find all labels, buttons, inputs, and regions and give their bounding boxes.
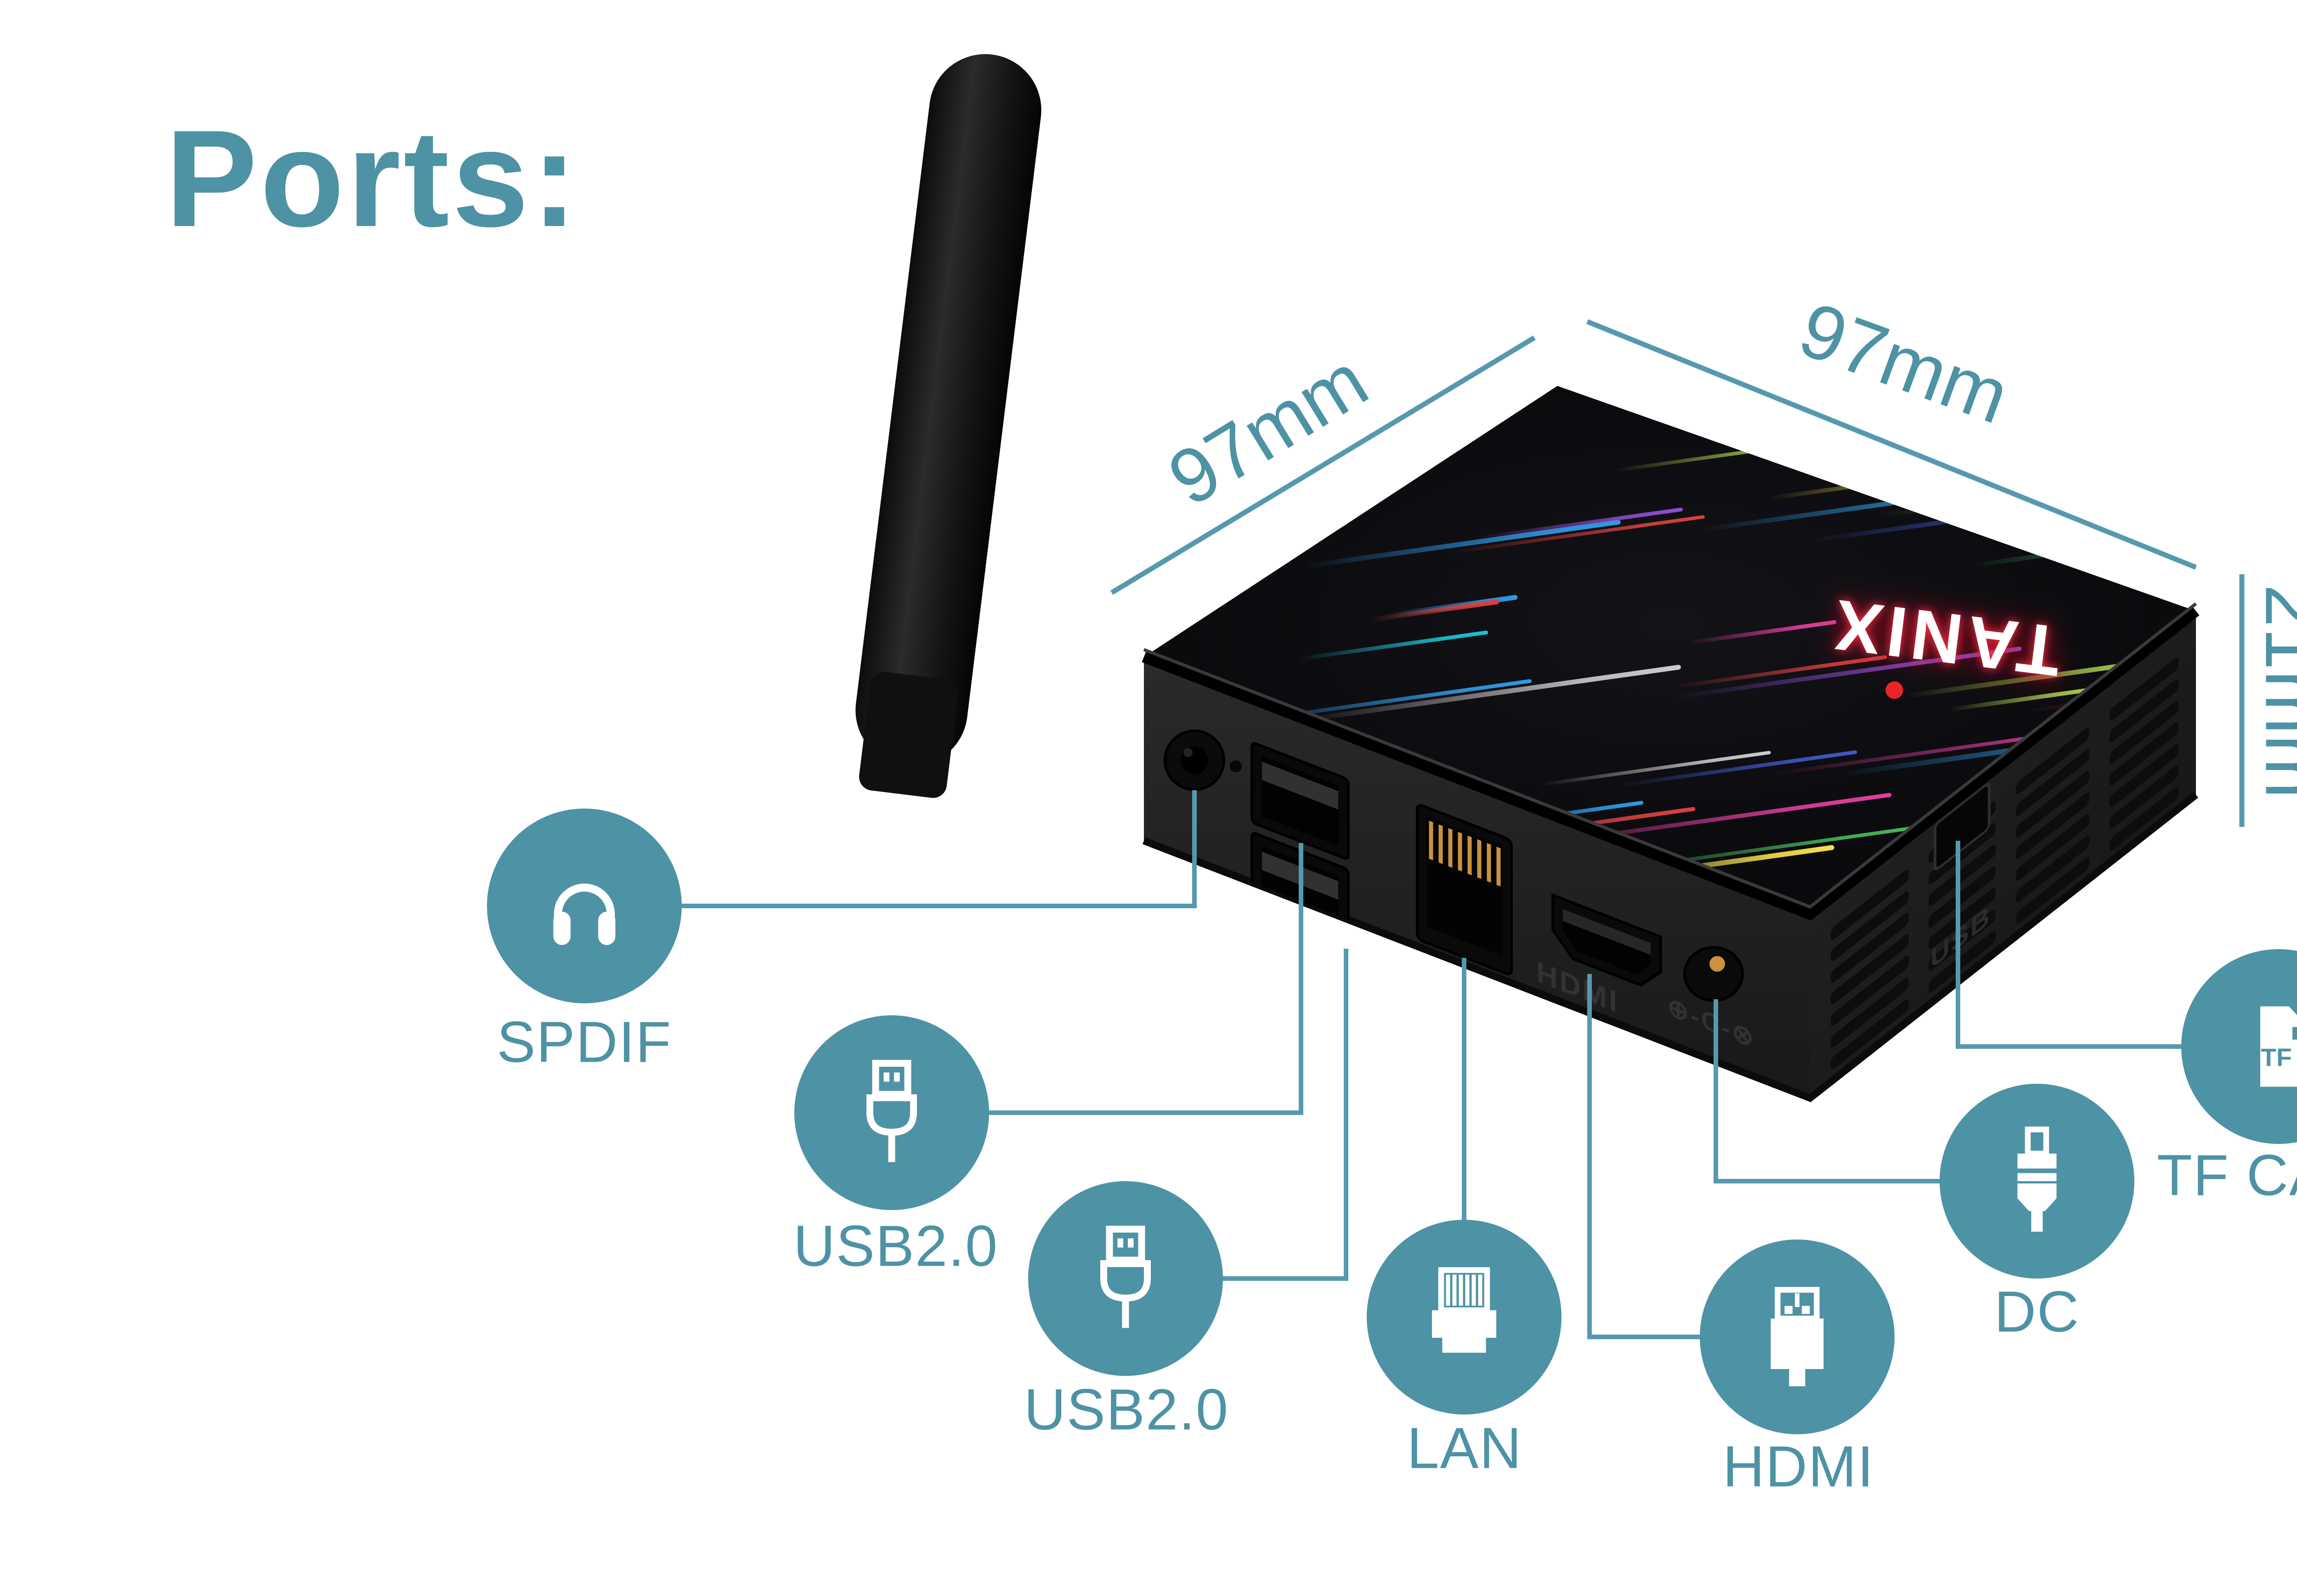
usb-port-top [1250, 742, 1350, 860]
callout-line-usb-a [892, 843, 1303, 1115]
bottom-edge [1143, 792, 2198, 1103]
lan-port [1416, 804, 1513, 976]
device-side-face [1810, 611, 2196, 1098]
port-label-hdmi: HDMI [1723, 1434, 1874, 1499]
side-card-slot [1934, 783, 1991, 871]
callout-line-spdif [584, 790, 1197, 908]
dim-label-height: 21mm [2249, 584, 2297, 799]
usb-plug-icon [866, 1060, 917, 1162]
port-label-dc: DC [1994, 1279, 2080, 1344]
port-badge-usb2-b [1028, 1181, 1223, 1376]
dim-line-top-left [1110, 335, 1536, 595]
page-title: Ports: [165, 101, 580, 255]
port-badge-hdmi [1700, 1239, 1895, 1434]
device-top-face [1144, 386, 2196, 914]
status-led-hole [1230, 760, 1242, 772]
port-badge-spdif [487, 809, 682, 1003]
port-badge-dc [1940, 1084, 2134, 1279]
port-label-usb2-b: USB2.0 [1024, 1377, 1229, 1442]
tf-card-icon: TF [2260, 1006, 2297, 1087]
callout-line-dc [1714, 999, 2037, 1183]
port-label-tf: TF CARD [2157, 1143, 2297, 1208]
tf-card-text: TF [2261, 1043, 2291, 1072]
headphones-icon [553, 883, 616, 945]
wifi-antenna [855, 54, 1041, 798]
dim-line-top-right [1586, 319, 2197, 570]
top-rim-highlight [1143, 602, 2197, 909]
spdif-jack [1164, 730, 1225, 791]
dc-jack [1683, 946, 1744, 1002]
dc-plug-icon [2017, 1126, 2057, 1232]
port-label-spdif: SPDIF [497, 1009, 672, 1075]
port-label-lan: LAN [1407, 1415, 1522, 1481]
lan-embossed-icon [1415, 1020, 1456, 1072]
dimension-lines [1110, 319, 2245, 827]
hdmi-plug-icon [1771, 1287, 1824, 1387]
hdmi-port [1551, 893, 1662, 987]
logo-i-dot [1885, 681, 1903, 699]
ethernet-plug-icon [1432, 1267, 1496, 1353]
port-badge-lan [1367, 1220, 1562, 1415]
port-badge-usb2-a [794, 1015, 989, 1210]
port-label-usb2-a: USB2.0 [793, 1213, 999, 1279]
callout-line-tf [1956, 841, 2279, 1049]
top-rim-seam [1142, 606, 2200, 921]
usb-plug-icon [1100, 1226, 1151, 1328]
